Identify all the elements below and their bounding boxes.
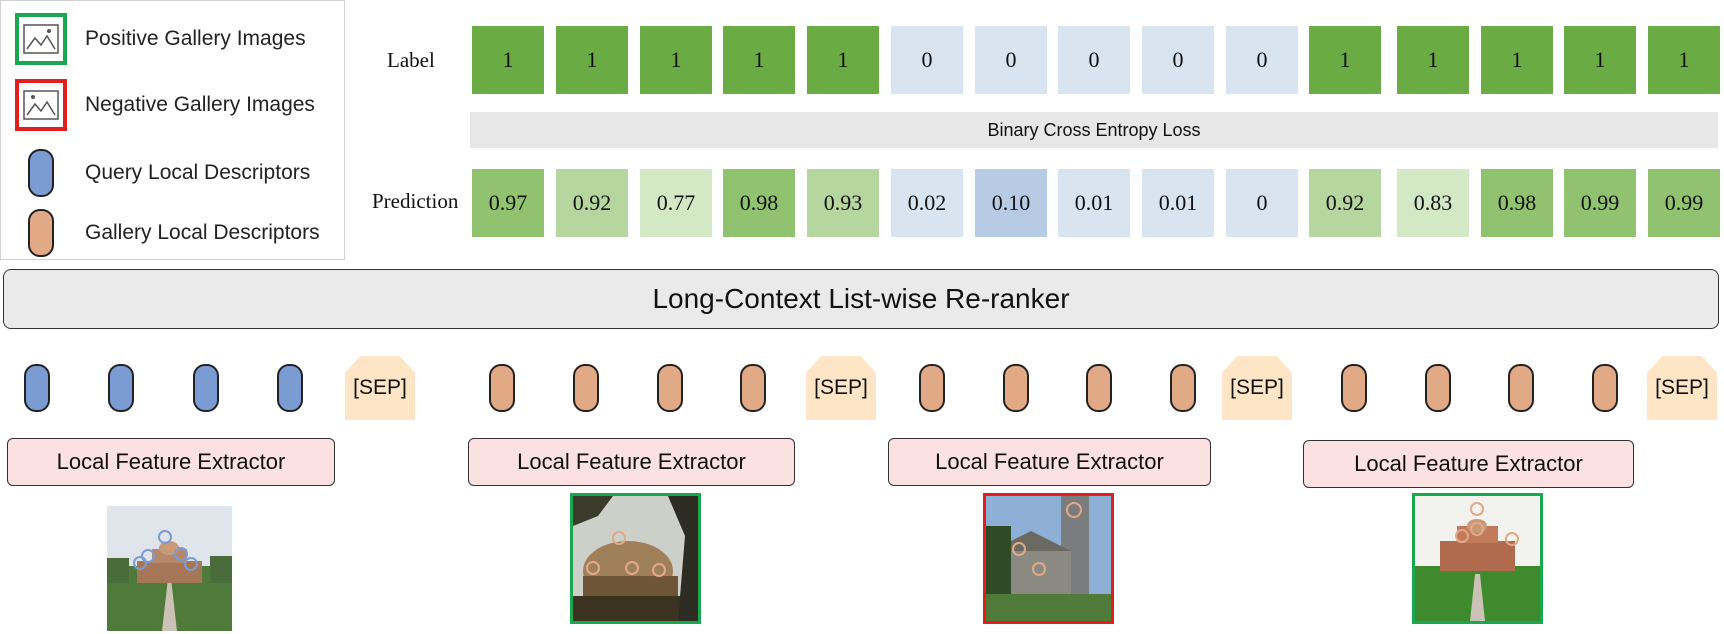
gallery-descriptor-token	[1341, 364, 1367, 412]
legend-item-gallery-descriptor: Gallery Local Descriptors	[15, 207, 320, 259]
extractor-gallery-1: Local Feature Extractor	[468, 438, 795, 486]
prediction-cell: 0.98	[1481, 169, 1553, 237]
query-descriptor-token	[108, 364, 134, 412]
extractor-gallery-3: Local Feature Extractor	[1303, 440, 1634, 488]
query-image	[107, 506, 232, 631]
query-descriptor-token	[24, 364, 50, 412]
prediction-cell: 0.77	[640, 169, 712, 237]
label-cell: 0	[1142, 26, 1214, 94]
legend-item-negative: Negative Gallery Images	[15, 79, 315, 131]
extractor-query: Local Feature Extractor	[7, 438, 335, 486]
positive-image-1	[570, 493, 701, 624]
label-cell: 0	[975, 26, 1047, 94]
legend-item-positive: Positive Gallery Images	[15, 13, 306, 65]
prediction-cell: 0.98	[723, 169, 795, 237]
negative-image	[983, 493, 1114, 624]
legend-label: Gallery Local Descriptors	[85, 221, 320, 244]
sep-token: [SEP]	[1647, 356, 1717, 420]
gallery-descriptor-token	[1592, 364, 1618, 412]
prediction-row-title: Prediction	[372, 189, 459, 213]
legend-label: Query Local Descriptors	[85, 161, 311, 184]
prediction-cell: 0.92	[556, 169, 628, 237]
positive-image-2	[1412, 493, 1543, 624]
label-cell: 1	[1397, 26, 1469, 94]
prediction-cell: 0.83	[1397, 169, 1469, 237]
prediction-cell: 0.01	[1058, 169, 1130, 237]
label-cell: 1	[807, 26, 879, 94]
query-descriptor-token	[277, 364, 303, 412]
label-cell: 1	[1564, 26, 1636, 94]
gallery-descriptor-token	[1170, 364, 1196, 412]
gallery-descriptor-token	[1425, 364, 1451, 412]
label-cell: 0	[1058, 26, 1130, 94]
prediction-cell: 0	[1226, 169, 1298, 237]
prediction-cell: 0.99	[1648, 169, 1720, 237]
extractor-gallery-2: Local Feature Extractor	[888, 438, 1211, 486]
prediction-cell: 0.97	[472, 169, 544, 237]
gallery-descriptor-token	[1508, 364, 1534, 412]
prediction-cell: 0.92	[1309, 169, 1381, 237]
legend-item-query-descriptor: Query Local Descriptors	[15, 147, 310, 199]
gallery-descriptor-token	[1003, 364, 1029, 412]
negative-image-icon	[15, 79, 67, 131]
prediction-cell: 0.99	[1564, 169, 1636, 237]
gallery-descriptor-token	[489, 364, 515, 412]
label-cell: 0	[891, 26, 963, 94]
loss-bar: Binary Cross Entropy Loss	[470, 112, 1718, 148]
positive-image-icon	[15, 13, 67, 65]
prediction-cell: 0.10	[975, 169, 1047, 237]
query-descriptor-icon	[28, 149, 54, 197]
gallery-descriptor-token	[573, 364, 599, 412]
label-row-title: Label	[387, 48, 435, 72]
label-cell: 1	[556, 26, 628, 94]
sep-token: [SEP]	[1222, 356, 1292, 420]
sep-token: [SEP]	[806, 356, 876, 420]
label-cell: 1	[640, 26, 712, 94]
reranker-block: Long-Context List-wise Re-ranker	[3, 269, 1719, 329]
label-cell: 1	[723, 26, 795, 94]
label-cell: 1	[1481, 26, 1553, 94]
legend: Positive Gallery Images Negative Gallery…	[0, 0, 345, 260]
label-cell: 1	[1648, 26, 1720, 94]
gallery-descriptor-token	[657, 364, 683, 412]
prediction-cell: 0.93	[807, 169, 879, 237]
gallery-descriptor-icon	[28, 209, 54, 257]
gallery-descriptor-token	[1086, 364, 1112, 412]
query-descriptor-token	[193, 364, 219, 412]
label-cell: 1	[472, 26, 544, 94]
prediction-cell: 0.02	[891, 169, 963, 237]
legend-label: Positive Gallery Images	[85, 27, 306, 50]
gallery-descriptor-token	[919, 364, 945, 412]
prediction-cell: 0.01	[1142, 169, 1214, 237]
sep-token: [SEP]	[345, 356, 415, 420]
legend-label: Negative Gallery Images	[85, 93, 315, 116]
gallery-descriptor-token	[740, 364, 766, 412]
label-cell: 0	[1226, 26, 1298, 94]
label-cell: 1	[1309, 26, 1381, 94]
